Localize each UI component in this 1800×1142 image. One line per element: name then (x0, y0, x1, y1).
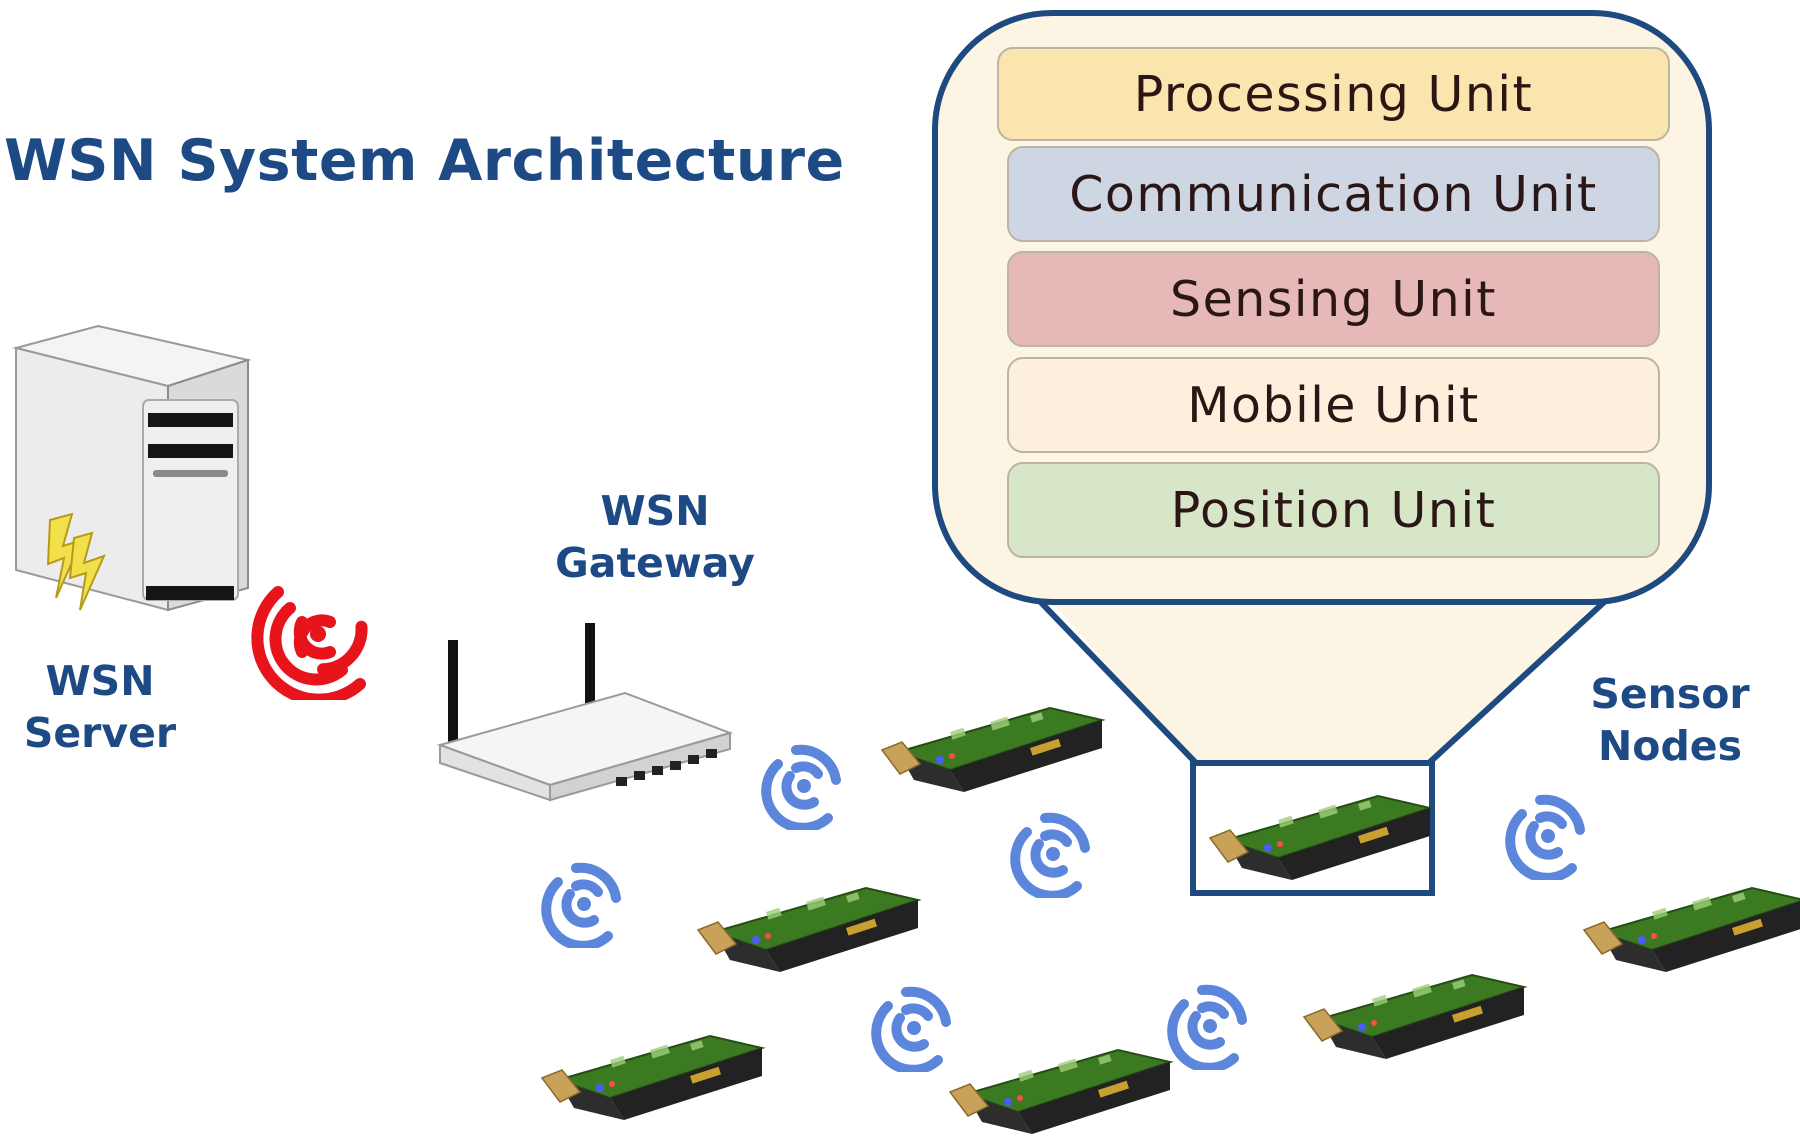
wireless-signal-icon (541, 862, 621, 948)
wireless-signal-icon (1010, 812, 1090, 898)
sensor-node-icon (1302, 973, 1528, 1059)
wireless-signal-icon (1505, 794, 1585, 880)
lightning-icon (46, 512, 106, 611)
sensor-node-icon (540, 1034, 766, 1120)
gateway-label: WSN Gateway (530, 485, 780, 589)
sensor-node-icon (1208, 794, 1434, 880)
sensor-nodes-label: Sensor Nodes (1560, 668, 1780, 772)
wireless-signal-icon (761, 744, 841, 830)
server-label: WSN Server (10, 655, 190, 759)
server-icon (12, 324, 252, 612)
router-icon (436, 623, 734, 802)
mobile-unit: Mobile Unit (1007, 357, 1660, 453)
sensor-node-icon (948, 1048, 1174, 1134)
sensor-node-icon (880, 706, 1106, 792)
wireless-signal-icon (251, 586, 368, 700)
processing-unit: Processing Unit (997, 47, 1670, 141)
gateway-label-line-1: WSN (600, 487, 710, 535)
sensor-node-icon (696, 886, 922, 972)
sensor-nodes-label-line-2: Nodes (1597, 722, 1743, 770)
zoom-highlight-box (1190, 760, 1435, 896)
server-label-line-1: WSN (45, 657, 155, 705)
communication-unit: Communication Unit (1007, 146, 1660, 242)
sensor-node-icon (1582, 886, 1800, 972)
position-unit: Position Unit (1007, 462, 1660, 558)
server-label-line-2: Server (23, 709, 177, 757)
diagram-title: WSN System Architecture (4, 128, 845, 194)
gateway-label-line-2: Gateway (555, 539, 755, 587)
sensor-nodes-label-line-1: Sensor (1590, 670, 1750, 718)
wireless-signal-icon (871, 986, 951, 1072)
sensing-unit: Sensing Unit (1007, 251, 1660, 347)
wireless-signal-icon (1167, 984, 1247, 1070)
